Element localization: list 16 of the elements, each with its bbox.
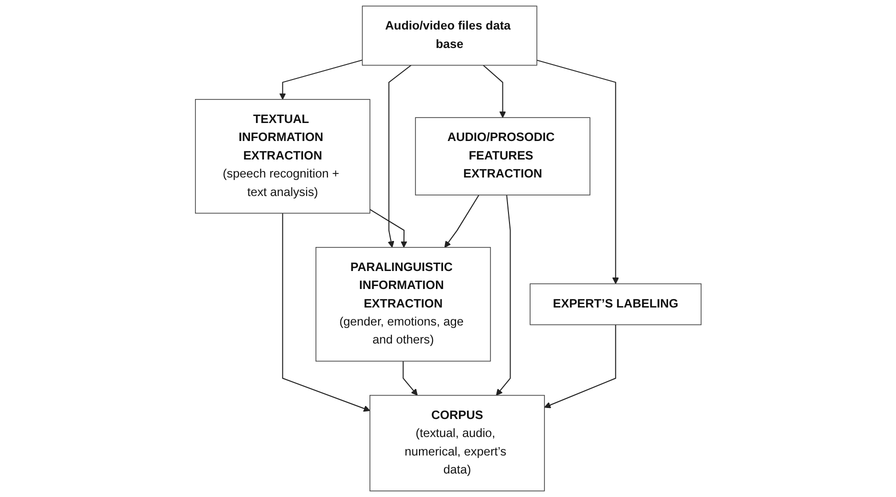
arrow xyxy=(369,208,407,248)
arrow xyxy=(279,60,363,100)
node-box: EXPERT’S LABELING xyxy=(529,283,702,326)
arrow xyxy=(387,64,412,248)
arrow xyxy=(496,194,510,396)
arrow xyxy=(482,64,506,118)
node-box: PARALINGUISTIC INFORMATION EXTRACTION (gender, emotions, age and others) xyxy=(315,246,491,362)
arrow xyxy=(544,324,616,408)
arrow xyxy=(536,60,619,284)
node-box: Audio/video files data base xyxy=(362,6,537,66)
node-box: TEXTUAL INFORMATION EXTRACTION (speech recognition + text analysis) xyxy=(194,99,370,214)
node-box: CORPUS (textual, audio, numerical, expert’s data) xyxy=(369,394,545,492)
arrow xyxy=(444,194,480,248)
arrow xyxy=(282,212,370,412)
node-box: AUDIO/PROSODIC FEATURES EXTRACTION xyxy=(414,117,590,196)
arrow xyxy=(402,360,418,396)
